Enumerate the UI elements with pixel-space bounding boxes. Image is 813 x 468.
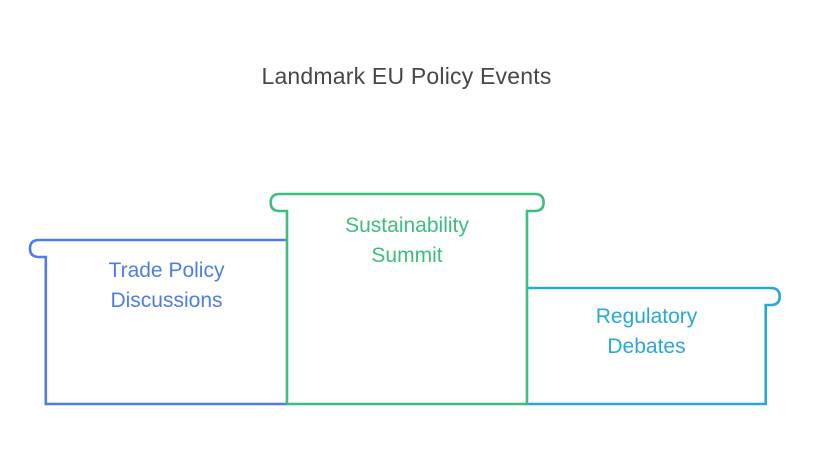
label-line: Debates bbox=[607, 335, 686, 358]
label-line: Trade Policy bbox=[108, 259, 225, 282]
podium-box-outline-left bbox=[28, 238, 287, 406]
label-line: Summit bbox=[371, 244, 443, 267]
podium-label-trade-policy-discussions: Trade Policy Discussions bbox=[46, 256, 287, 316]
podium-label-regulatory-debates: Regulatory Debates bbox=[527, 302, 766, 362]
label-line: Sustainability bbox=[345, 214, 469, 237]
label-line: Discussions bbox=[110, 289, 223, 312]
podium-label-sustainability-summit: Sustainability Summit bbox=[287, 211, 527, 271]
podium-box-outline-right bbox=[527, 286, 782, 406]
label-line: Regulatory bbox=[595, 305, 698, 328]
podium-box-outline-center bbox=[269, 192, 545, 406]
diagram-title: Landmark EU Policy Events bbox=[261, 63, 552, 89]
